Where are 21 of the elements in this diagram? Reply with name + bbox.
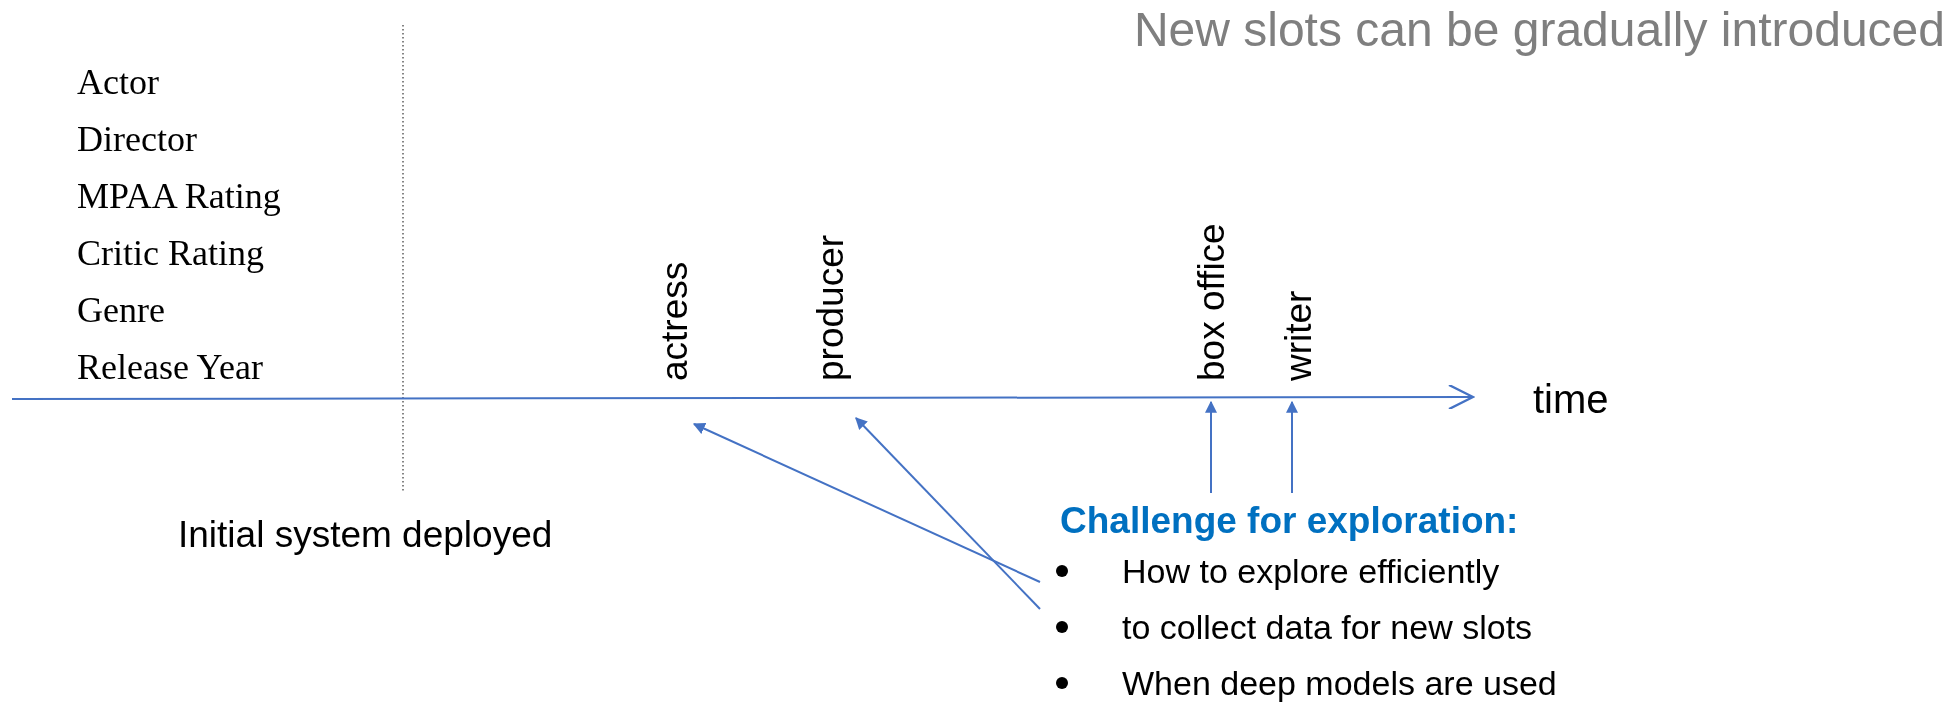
bullet-text: When deep models are used: [1122, 663, 1557, 703]
attribute-label: Critic Rating: [77, 233, 264, 275]
attribute-label: Release Year: [77, 347, 263, 389]
arrow: [1205, 400, 1217, 494]
attribute-label: Director: [77, 119, 197, 161]
attribute-label: MPAA Rating: [77, 176, 281, 218]
attribute-label: Actor: [77, 62, 159, 104]
axis-label: time: [1533, 376, 1609, 422]
slot-label: writer: [1280, 290, 1317, 381]
bullet-text: How to explore efficiently: [1122, 551, 1500, 591]
bullet-text: to collect data for new slots: [1122, 607, 1533, 647]
arrow: [692, 423, 1041, 583]
annotation-text: Initial system deployed: [178, 514, 553, 557]
slot-label: box office: [1193, 223, 1230, 381]
arrow: [855, 417, 1041, 610]
slot-label: actress: [656, 261, 693, 381]
heading: Challenge for exploration:: [1060, 499, 1520, 543]
arrow: [1286, 400, 1298, 494]
title: New slots can be gradually introduced: [1133, 2, 1945, 58]
attribute-label: Genre: [77, 290, 165, 332]
slot-label: producer: [812, 234, 849, 381]
